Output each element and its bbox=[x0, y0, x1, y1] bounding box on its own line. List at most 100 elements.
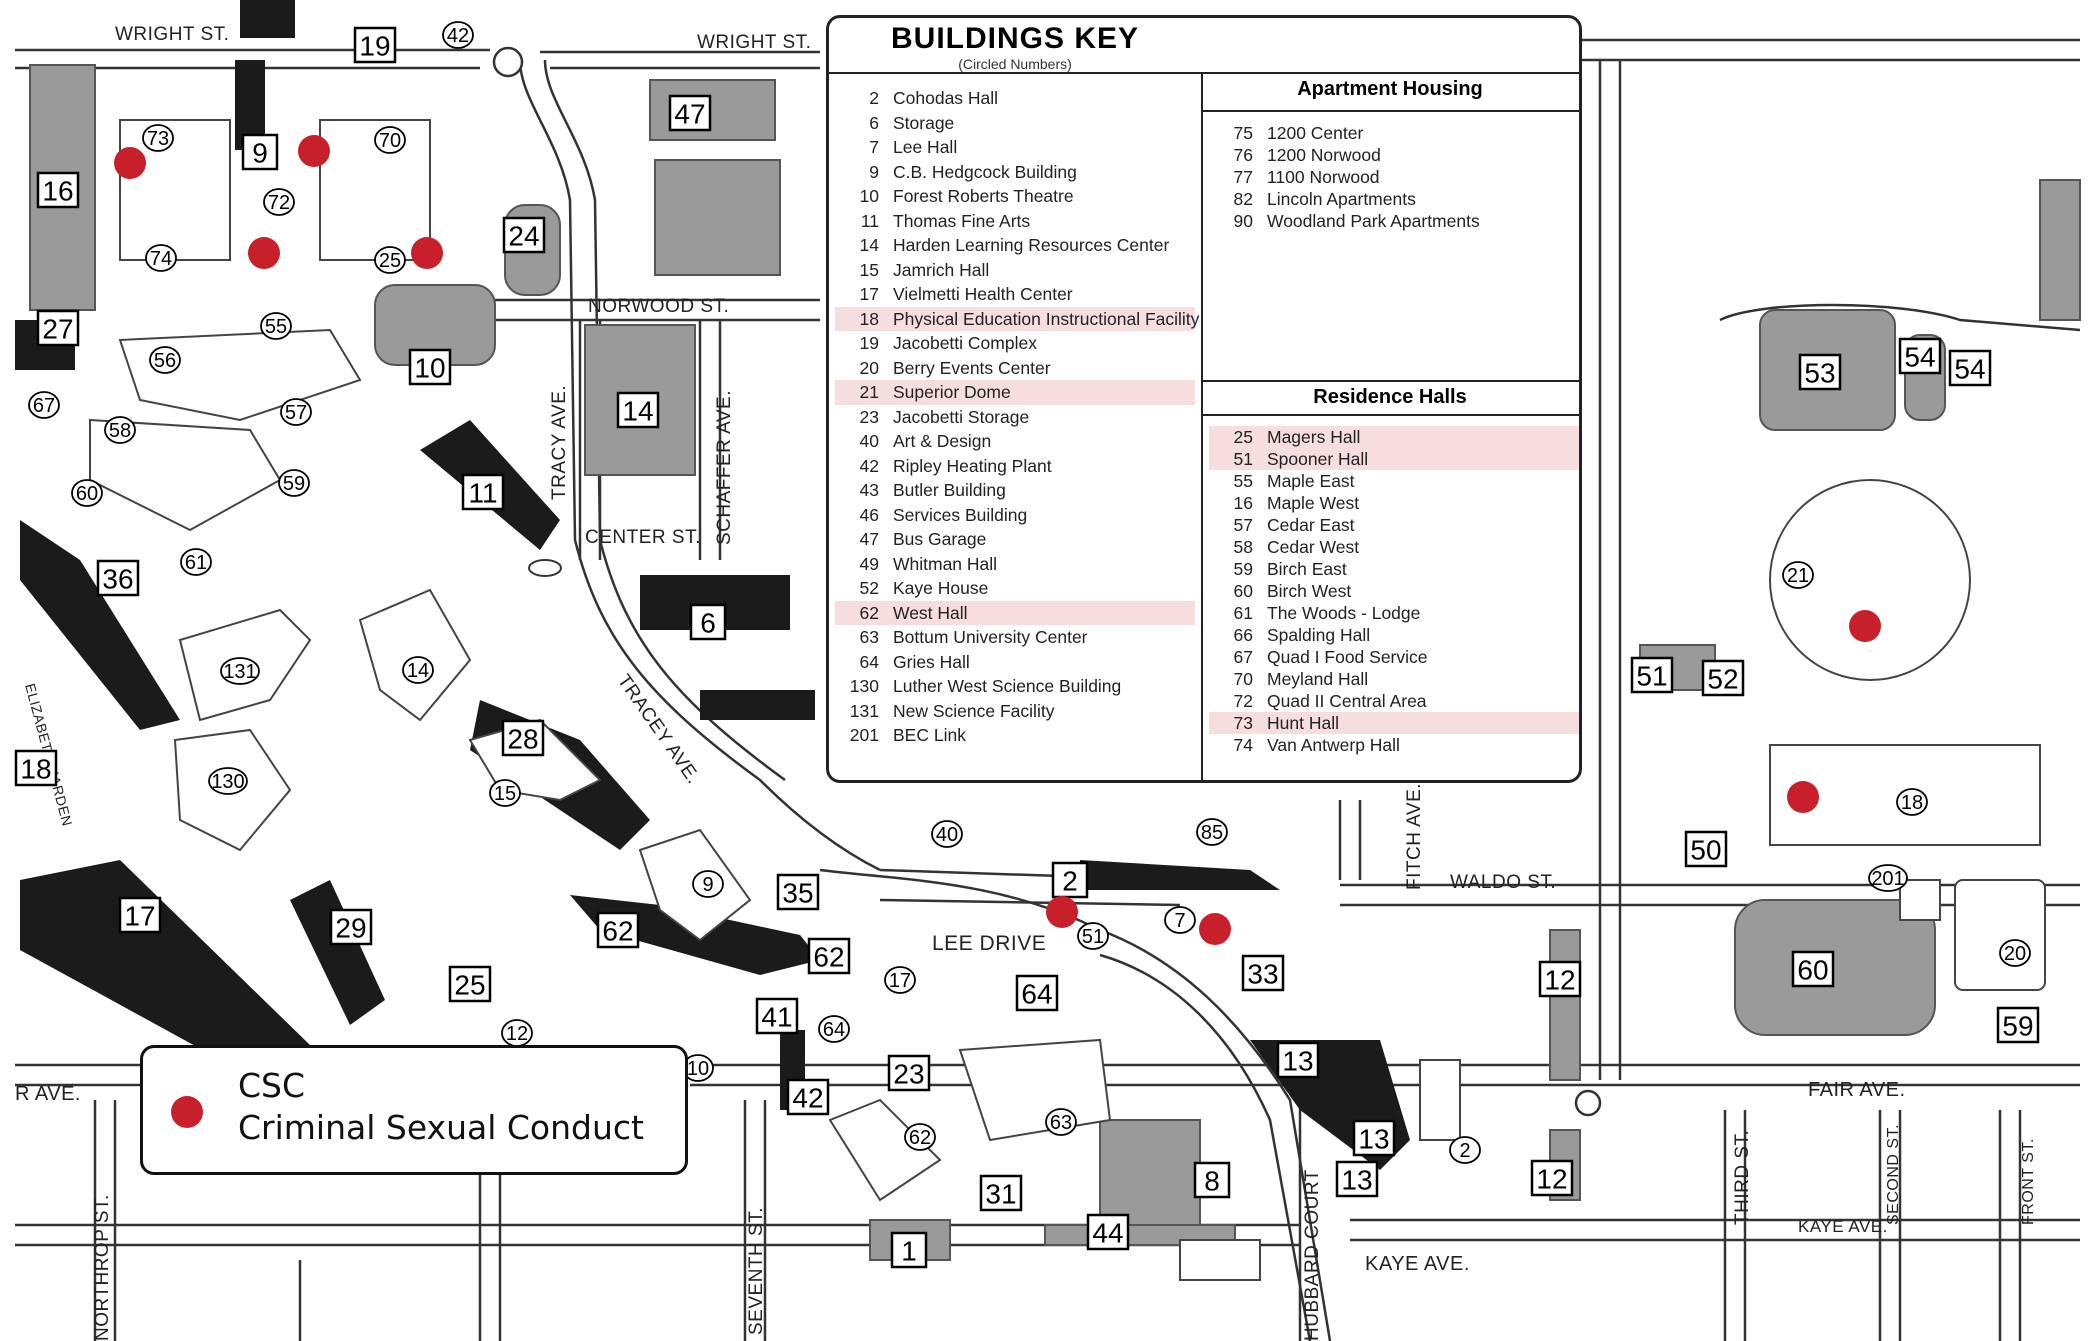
building-number: 13 bbox=[1358, 1124, 1389, 1155]
key-divider bbox=[1201, 72, 1203, 780]
key-entry-name: New Science Facility bbox=[893, 700, 1055, 721]
csc-incident-marker bbox=[114, 147, 146, 179]
street-wright-east: WRIGHT ST. bbox=[697, 32, 811, 53]
building-number-circle: 57 bbox=[280, 398, 312, 426]
building-number-box: 2 bbox=[1051, 861, 1089, 899]
building-number: 67 bbox=[33, 395, 55, 417]
building-number-circle: 42 bbox=[442, 21, 474, 49]
building-number-circle: 67 bbox=[28, 391, 60, 419]
key-entry-number: 10 bbox=[859, 186, 879, 206]
building-number-circle: 131 bbox=[220, 657, 260, 685]
key-entry-name: BEC Link bbox=[893, 725, 966, 745]
street-seventh: SEVENTH ST. bbox=[746, 1207, 767, 1335]
building-number: 54 bbox=[1904, 342, 1935, 373]
building-number: 61 bbox=[185, 552, 207, 574]
building-number: 19 bbox=[359, 31, 390, 62]
building-number: 130 bbox=[211, 771, 244, 793]
building-number: 25 bbox=[454, 970, 485, 1001]
key-entry-name: Magers Hall bbox=[1267, 427, 1361, 447]
building-number-circle: 2 bbox=[1449, 1136, 1481, 1164]
building-number-box: 44 bbox=[1086, 1213, 1130, 1251]
building-number: 18 bbox=[1901, 792, 1923, 814]
building-number-box: 59 bbox=[1996, 1006, 2040, 1044]
building-number-box: 36 bbox=[96, 559, 140, 597]
key-entry-name: Physical Education Instructional Facilit… bbox=[893, 308, 1200, 329]
key-entry-name: Vielmetti Health Center bbox=[893, 284, 1073, 304]
key-entry-number: 66 bbox=[1233, 625, 1253, 645]
key-entry-name: 1200 Norwood bbox=[1267, 145, 1381, 165]
key-entry-number: 20 bbox=[859, 357, 879, 378]
key-entry-number: 21 bbox=[859, 382, 879, 402]
street-fair: FAIR AVE. bbox=[1808, 1079, 1906, 1101]
building-number-circle: 12 bbox=[501, 1019, 533, 1047]
key-entry-number: 40 bbox=[859, 431, 879, 451]
building-number-circle: 60 bbox=[71, 479, 103, 507]
building-number: 6 bbox=[700, 608, 716, 639]
key-entry-number: 82 bbox=[1233, 189, 1253, 209]
building-number-circle: 70 bbox=[374, 126, 406, 154]
key-entry-name: Luther West Science Building bbox=[893, 676, 1122, 696]
street-northrop: NORTHROP ST. bbox=[92, 1194, 113, 1341]
key-entry-number: 9 bbox=[869, 161, 879, 182]
building-number: 74 bbox=[150, 248, 172, 270]
key-entry-number: 201 bbox=[849, 725, 879, 745]
street-tracy: TRACY AVE. bbox=[549, 385, 570, 500]
building-number-box: 11 bbox=[461, 473, 505, 511]
building-number: 201 bbox=[1871, 868, 1904, 890]
building-number: 42 bbox=[792, 1083, 823, 1114]
building-number-box: 13 bbox=[1352, 1119, 1396, 1157]
key-entry-number: 72 bbox=[1233, 691, 1253, 711]
building-number-box: 62 bbox=[596, 911, 640, 949]
building-number: 35 bbox=[782, 878, 813, 909]
building-number: 50 bbox=[1690, 835, 1721, 866]
legend-abbrev: CSC bbox=[238, 1066, 306, 1105]
key-divider bbox=[1201, 110, 1579, 112]
building-number: 58 bbox=[109, 420, 131, 442]
street-tracey-diag: TRACEY AVE. bbox=[613, 671, 704, 788]
gray-buildings bbox=[29, 64, 2081, 1261]
building-number: 9 bbox=[702, 874, 713, 896]
street-front: FRONT ST. bbox=[2020, 1138, 2037, 1225]
building-number-box: 17 bbox=[118, 896, 162, 934]
street-fair-west: R AVE. bbox=[15, 1083, 81, 1105]
key-divider bbox=[829, 72, 1579, 74]
building-number-circle: 7 bbox=[1164, 906, 1196, 934]
key-entry-number: 46 bbox=[859, 504, 879, 525]
key-entry-name: Cedar West bbox=[1267, 537, 1360, 557]
building-number-circle: 130 bbox=[208, 767, 248, 795]
street-kaye: KAYE AVE. bbox=[1365, 1253, 1470, 1275]
building-number-circle: 64 bbox=[818, 1015, 850, 1043]
key-entry-name: Services Building bbox=[893, 504, 1028, 525]
roundabout bbox=[1574, 1089, 1602, 1117]
key-entry-number: 75 bbox=[1233, 123, 1253, 143]
street-waldo: WALDO ST. bbox=[1450, 872, 1556, 893]
street-lee-drive: LEE DRIVE bbox=[932, 932, 1046, 955]
building-number: 11 bbox=[468, 478, 497, 509]
building-number-box: 12 bbox=[1538, 960, 1582, 998]
key-entry-name: Whitman Hall bbox=[893, 553, 998, 574]
street-norwood: NORWOOD ST. bbox=[588, 296, 729, 317]
building-number: 51 bbox=[1636, 661, 1667, 692]
building-number-box: 31 bbox=[979, 1174, 1023, 1212]
street-kaye-east: KAYE AVE. bbox=[1798, 1217, 1888, 1236]
key-entry-number: 51 bbox=[1233, 449, 1253, 469]
building-number: 14 bbox=[407, 660, 429, 682]
building-number: 59 bbox=[283, 473, 305, 495]
key-divider bbox=[1201, 414, 1579, 416]
